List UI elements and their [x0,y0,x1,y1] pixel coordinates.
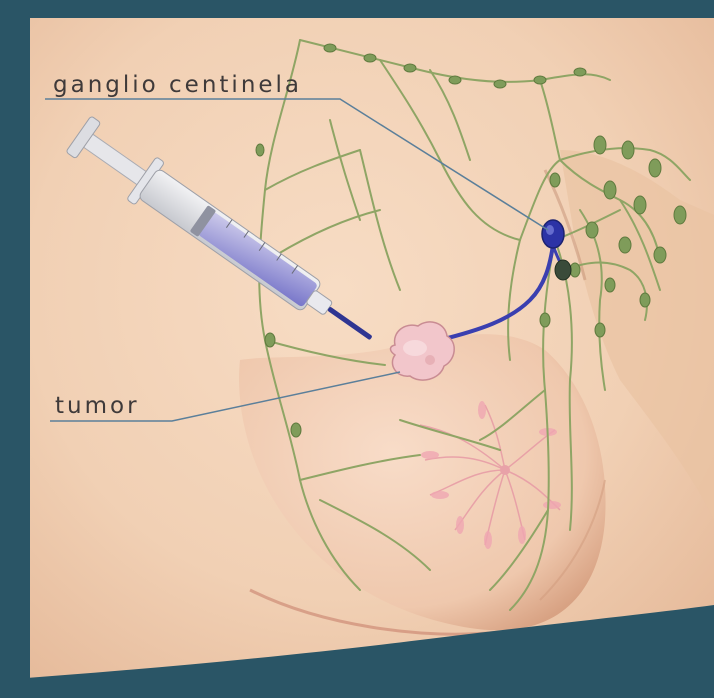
nipple [500,465,510,475]
tumor-label: tumor [55,393,140,419]
top-frame-band [0,0,714,18]
secondary-lymph-node [555,260,571,280]
sentinel-lymph-node [542,220,564,248]
sentinel-node-label: ganglio centinela [53,72,302,98]
left-frame-band [0,0,30,698]
